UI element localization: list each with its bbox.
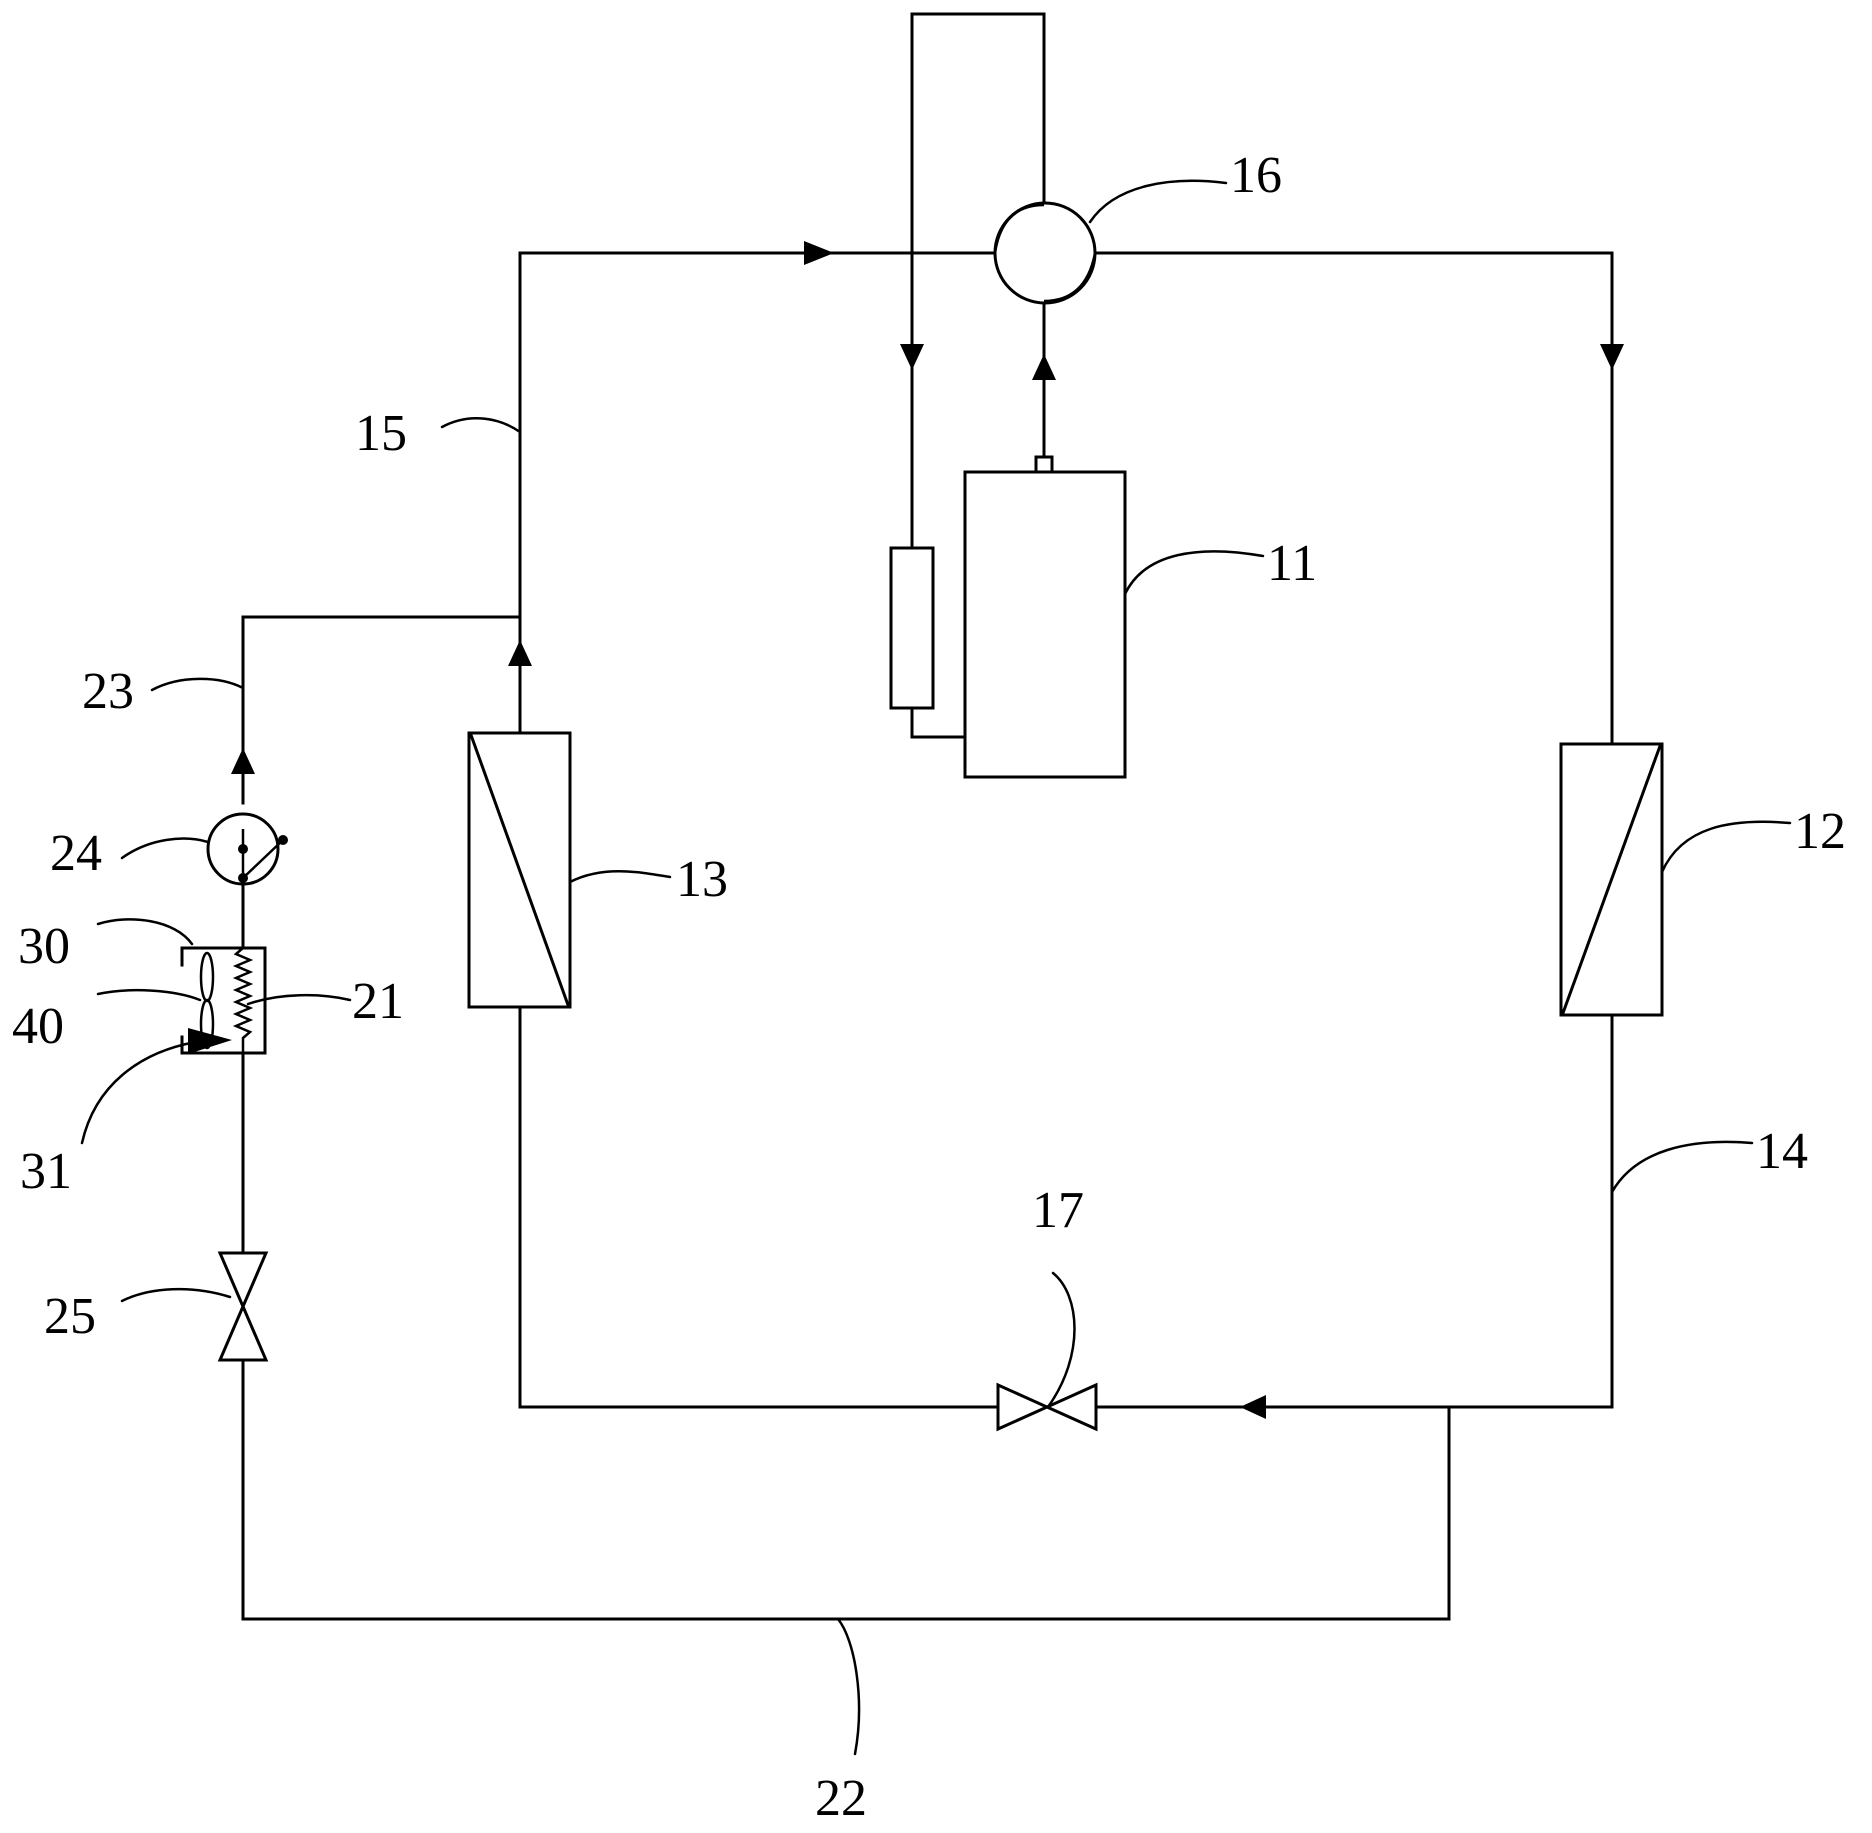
leader-25 xyxy=(120,1287,232,1303)
pipe-23 xyxy=(241,615,522,805)
label-40: 40 xyxy=(12,998,64,1055)
leader-22 xyxy=(836,1617,861,1756)
pipe-14 xyxy=(1094,1013,1614,1409)
pipe-15 xyxy=(518,251,997,735)
check-valve-24 xyxy=(206,812,288,886)
pipe-right-top xyxy=(1093,251,1614,746)
leader-30 xyxy=(96,918,194,946)
label-13: 13 xyxy=(676,851,728,908)
leader-21 xyxy=(246,993,352,1006)
label-14: 14 xyxy=(1756,1123,1808,1180)
flow-arrow-right-pipe xyxy=(1600,344,1624,370)
label-22: 22 xyxy=(815,1770,867,1827)
flow-arrow-accumulator-inlet xyxy=(900,344,924,370)
flow-arrow-bottom-pipe xyxy=(1240,1395,1266,1419)
compressor-11 xyxy=(963,455,1127,779)
label-25: 25 xyxy=(44,1288,96,1345)
label-21: 21 xyxy=(352,973,404,1030)
flow-arrow-31 xyxy=(188,1028,232,1054)
fan-40 xyxy=(199,951,215,1050)
label-24: 24 xyxy=(50,825,102,882)
pipe-top-loop xyxy=(910,12,1046,207)
pipe-bottom-left xyxy=(518,1005,1000,1409)
label-15: 15 xyxy=(355,405,407,462)
label-23: 23 xyxy=(82,663,134,720)
leader-13 xyxy=(568,870,672,884)
heater-box-30 xyxy=(180,946,267,1055)
leader-40 xyxy=(96,988,202,1002)
leader-14 xyxy=(1610,1140,1754,1194)
leader-11 xyxy=(1123,550,1265,596)
label-30: 30 xyxy=(18,918,70,975)
label-12: 12 xyxy=(1794,803,1846,860)
flow-arrow-pipe-23 xyxy=(231,748,255,774)
leader-31 xyxy=(80,1040,198,1145)
leader-12 xyxy=(1660,820,1792,874)
leader-24 xyxy=(120,837,210,860)
heat-exchanger-12 xyxy=(1559,742,1664,1017)
label-16: 16 xyxy=(1230,147,1282,204)
accumulator xyxy=(889,546,967,739)
coil-21 xyxy=(232,947,254,1053)
leader-23 xyxy=(150,677,245,692)
label-31: 31 xyxy=(20,1143,72,1200)
four-way-valve-16 xyxy=(993,201,1097,305)
label-17: 17 xyxy=(1032,1182,1084,1239)
leader-16 xyxy=(1088,179,1228,224)
heat-exchanger-13 xyxy=(467,731,572,1009)
valve-25 xyxy=(217,1251,269,1362)
leader-15 xyxy=(440,416,522,434)
flow-arrow-top-pipe xyxy=(804,241,834,265)
pipe-22 xyxy=(241,1358,1451,1621)
flow-arrow-pipe-15 xyxy=(508,640,532,666)
leader-17 xyxy=(1046,1271,1076,1409)
flow-arrow-discharge xyxy=(1032,354,1056,380)
label-11: 11 xyxy=(1267,535,1317,592)
